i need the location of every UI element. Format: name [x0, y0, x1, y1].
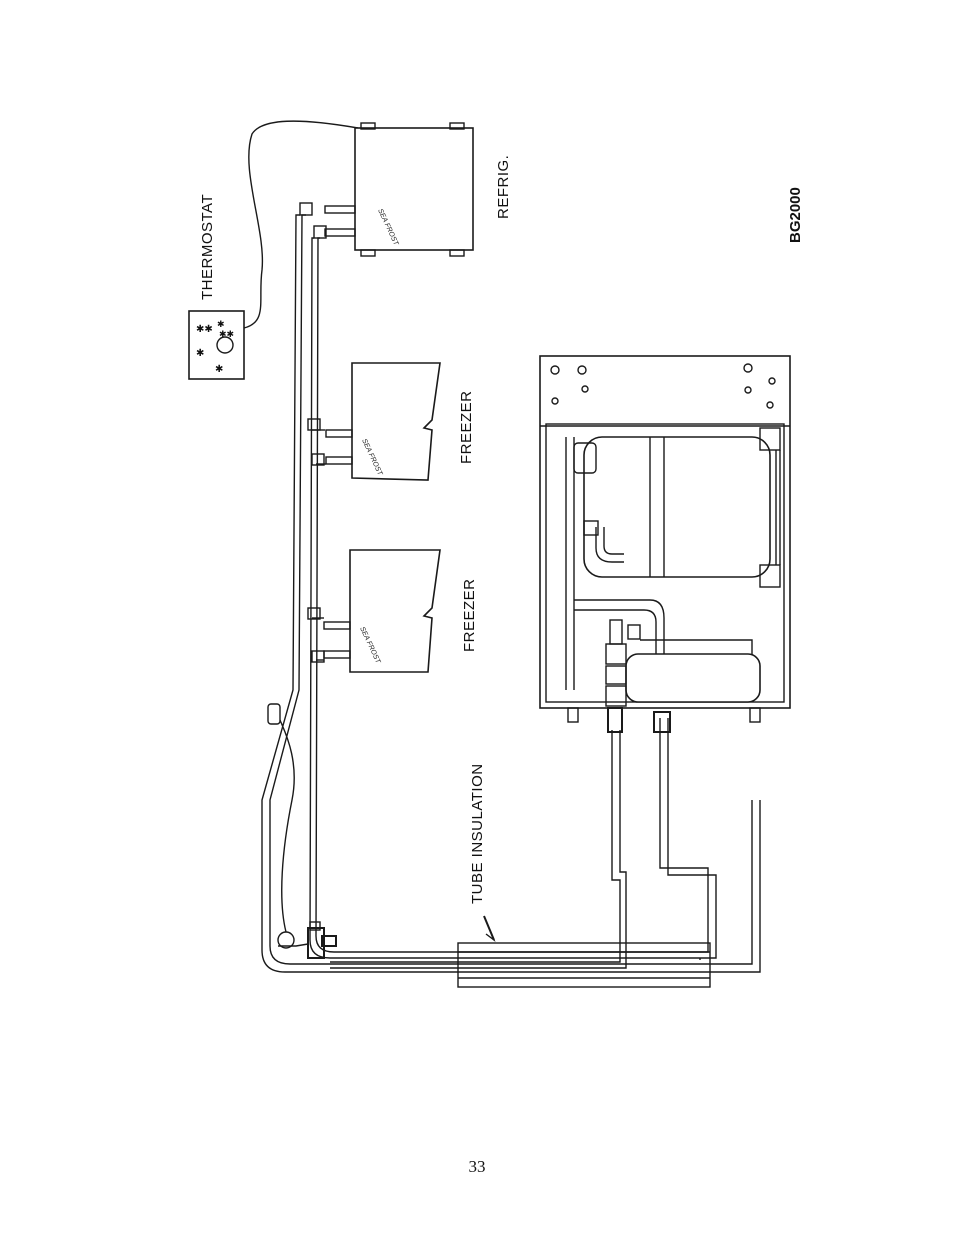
svg-text:✱✱: ✱✱	[219, 329, 234, 339]
svg-text:✱: ✱	[217, 319, 225, 329]
svg-text:✱: ✱	[215, 364, 223, 375]
freezer-1-label: FREEZER	[458, 390, 475, 464]
tube-insulation-label: TUBE INSULATION	[469, 763, 486, 904]
refrigerator-label: REFRIG.	[495, 155, 512, 219]
compressor-unit	[539, 355, 791, 733]
model-label: BG2000	[787, 187, 804, 243]
thermostat-unit: ✱✱ ✱ ✱✱ ✱ ✱	[188, 120, 359, 380]
tube-insulation	[457, 915, 711, 988]
svg-text:✱: ✱	[196, 348, 204, 359]
svg-text:✱✱: ✱✱	[196, 324, 213, 335]
freezer-plate-2: SEA FROST	[307, 549, 441, 673]
freezer-plate-1: SEA FROST	[307, 362, 441, 481]
thermostat-label: THERMOSTAT	[199, 194, 216, 300]
refrigerator-plate: SEA FROST	[299, 122, 474, 257]
freezer-2-label: FREEZER	[461, 578, 478, 652]
page-number: 33	[468, 1157, 486, 1176]
refrigerant-lines	[261, 214, 761, 973]
